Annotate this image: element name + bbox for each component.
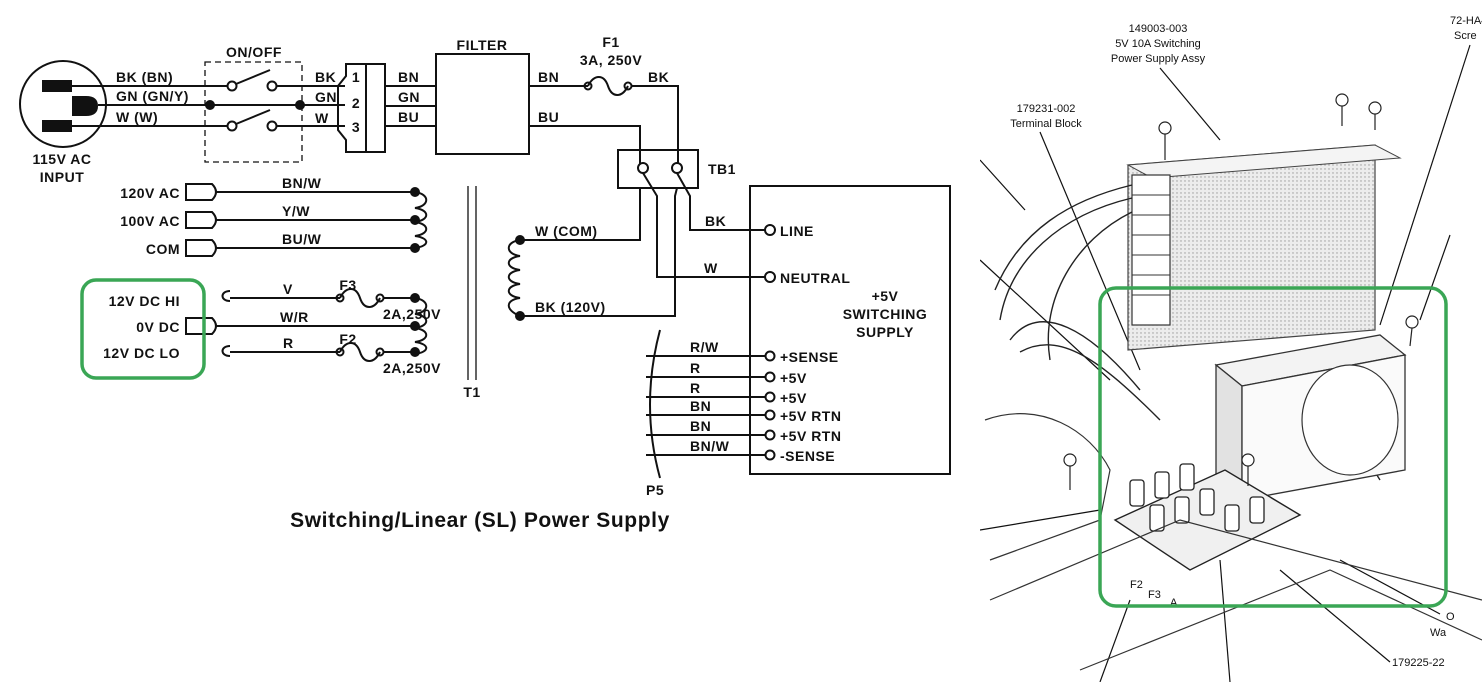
out-terminal-6: -SENSE <box>780 448 835 464</box>
supply-title-line3: SUPPLY <box>856 324 914 340</box>
fuse-mark-f2: F2 <box>1130 579 1143 591</box>
out-terminal-5: +5V RTN <box>780 428 841 444</box>
wire-label-bk-bn: BK (BN) <box>116 69 173 85</box>
ac-tap-connectors <box>185 183 420 257</box>
on-off-switch <box>204 61 345 163</box>
filter-in-bn: BN <box>398 69 419 85</box>
callout-bottom-part: 179225-22 <box>1392 657 1445 669</box>
callout-top-part: 149003-003 <box>1129 23 1188 35</box>
callout-right-frag1: O <box>1446 611 1455 623</box>
filter-out-bn: BN <box>538 69 559 85</box>
dc-output-0v: 0V DC <box>136 319 180 335</box>
ac-tap-120v: 120V AC <box>120 185 180 201</box>
filter-label: FILTER <box>457 37 508 53</box>
dc-wire-wr: W/R <box>280 309 309 325</box>
dc-output-highlight <box>80 278 206 380</box>
ac-tap-100v: 100V AC <box>120 213 180 229</box>
plug-label-line1: 115V AC <box>32 151 91 167</box>
ac-tap-wire-buw: BU/W <box>282 231 322 247</box>
fuse-f1-out-wire: BK <box>648 69 669 85</box>
callout-right-frag2: Wa <box>1430 627 1447 639</box>
fuse-f3 <box>339 288 381 308</box>
callout-tb-desc: Terminal Block <box>1010 118 1082 130</box>
filter-in-bu: BU <box>398 109 419 125</box>
fuse-f2 <box>339 342 381 362</box>
out-wire-4: BN <box>690 398 711 414</box>
out-wire-1: R/W <box>690 339 719 355</box>
connector-p5-label: P5 <box>646 482 664 498</box>
out-wire-2: R <box>690 360 701 376</box>
wire-label-gn-gny: GN (GN/Y) <box>116 88 189 104</box>
fuse-block-drawing <box>1113 463 1302 571</box>
switch-label: ON/OFF <box>226 44 282 60</box>
ac-tap-com: COM <box>146 241 180 257</box>
dc-wire-v: V <box>283 281 293 297</box>
dc-output-12v-lo: 12V DC LO <box>103 345 180 361</box>
supply-in-wire-bk: BK <box>705 213 726 229</box>
fuse-f3-name: F3 <box>339 277 356 293</box>
out-terminal-4: +5V RTN <box>780 408 841 424</box>
terminal-block-tb1 <box>617 149 699 189</box>
out-terminal-1: +SENSE <box>780 349 839 365</box>
fuse-f2-rating: 2A,250V <box>383 360 441 376</box>
primary-wire-com: W (COM) <box>535 223 598 239</box>
supply-terminal-neutral: NEUTRAL <box>780 270 850 286</box>
connector-p5 <box>649 329 661 479</box>
plug-label-line2: INPUT <box>40 169 85 185</box>
switch-out-bk: BK <box>315 69 336 85</box>
callout-corner-part: 72-HA4 <box>1450 15 1482 27</box>
fuse-f1-name: F1 <box>602 34 619 50</box>
transformer-drawing <box>1214 334 1407 502</box>
filter-in-gn: GN <box>398 89 420 105</box>
ac-input-plug <box>19 60 107 148</box>
fuse-f3-rating: 2A,250V <box>383 306 441 322</box>
callout-top-desc1: 5V 10A Switching <box>1115 38 1201 50</box>
leader-lines <box>980 44 1471 682</box>
callout-tb-part: 179231-002 <box>1017 103 1076 115</box>
connector-pin-3: 3 <box>352 119 360 135</box>
chassis-base <box>984 413 1482 671</box>
fuse-area-highlight <box>1098 286 1448 608</box>
out-wire-3: R <box>690 380 701 396</box>
primary-wire-120v: BK (120V) <box>535 299 606 315</box>
fuse-mark-a: A <box>1170 597 1178 609</box>
supply-terminal-line: LINE <box>780 223 814 239</box>
dc-output-12v-hi: 12V DC HI <box>109 293 180 309</box>
transformer-label: T1 <box>463 384 480 400</box>
switching-supply-box <box>749 185 951 475</box>
connector-pin-2: 2 <box>352 95 360 111</box>
transformer-t1 <box>414 186 525 380</box>
out-wire-6: BN/W <box>690 438 730 454</box>
out-wire-5: BN <box>690 418 711 434</box>
supply-title-line1: +5V <box>872 288 899 304</box>
supply-title-line2: SWITCHING <box>843 306 928 322</box>
ac-tap-wire-yw: Y/W <box>282 203 310 219</box>
out-terminal-3: +5V <box>780 390 807 406</box>
schematic-diagram: 115V AC INPUT BK (BN) GN (GN/Y) W (W) ON… <box>19 34 951 532</box>
fuse-f1-rating: 3A, 250V <box>580 52 643 68</box>
input-connector <box>337 63 386 153</box>
screw-icons <box>1063 93 1419 490</box>
switching-supply-drawing <box>1126 144 1402 351</box>
supply-in-wire-w: W <box>704 260 718 276</box>
tb1-label: TB1 <box>708 161 736 177</box>
ac-tap-wire-bnw: BN/W <box>282 175 322 191</box>
callout-top-desc2: Power Supply Assy <box>1111 53 1206 65</box>
out-terminal-2: +5V <box>780 370 807 386</box>
switch-out-w: W <box>315 110 329 126</box>
fuse-f2-name: F2 <box>339 331 356 347</box>
fuse-mark-f3: F3 <box>1148 589 1161 601</box>
assembly-illustration: 149003-003 5V 10A Switching Power Supply… <box>980 15 1482 682</box>
connector-pin-1: 1 <box>352 69 360 85</box>
switch-out-gn: GN <box>315 89 337 105</box>
filter-out-bu: BU <box>538 109 559 125</box>
dc-output-wiring <box>185 288 420 362</box>
callout-corner-desc: Scre <box>1454 30 1477 42</box>
schematic-title: Switching/Linear (SL) Power Supply <box>290 509 670 532</box>
fuse-f1 <box>587 76 629 96</box>
supply-output-rows <box>646 329 776 479</box>
wire-label-w-w: W (W) <box>116 109 158 125</box>
dc-wire-r: R <box>283 335 294 351</box>
line-filter <box>435 53 530 155</box>
